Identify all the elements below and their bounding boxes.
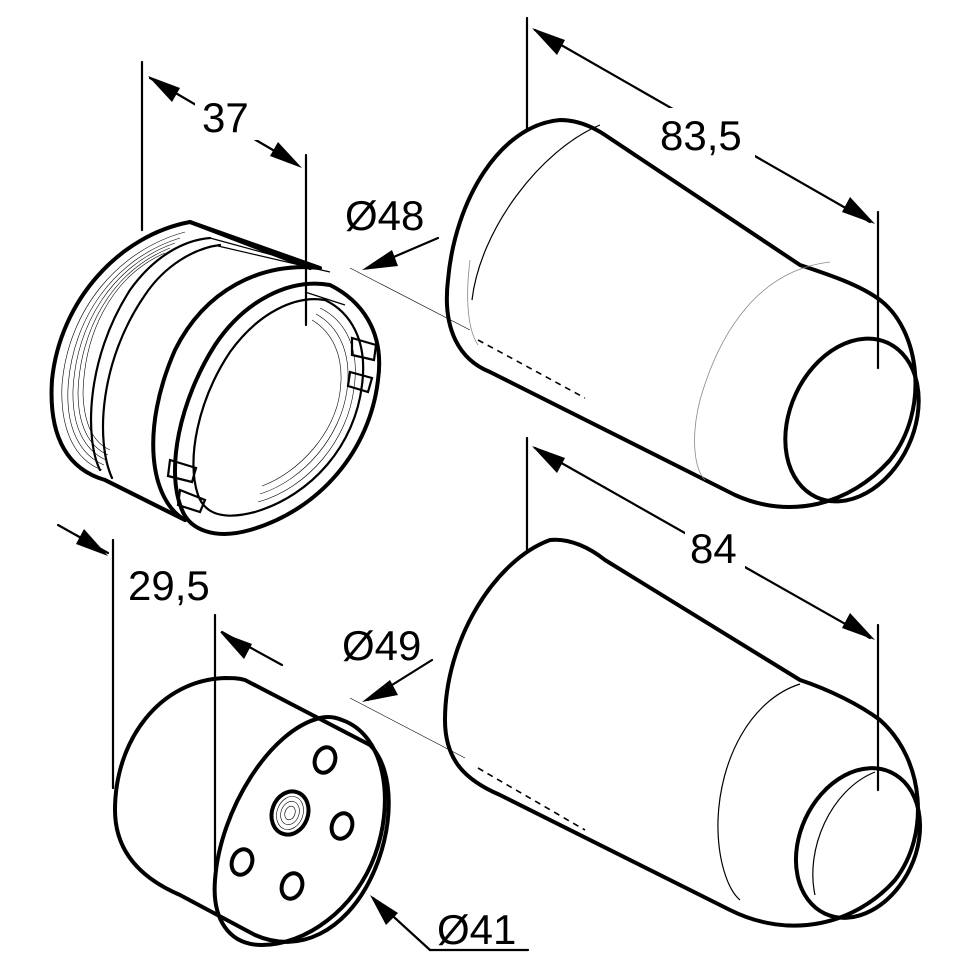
dimension-d49: Ø49: [342, 622, 466, 759]
dim-d48-label: Ø48: [345, 192, 424, 239]
threaded-ring-part: [49, 220, 382, 536]
dim-d41-label: Ø41: [437, 906, 516, 953]
mounting-disc-part: [113, 676, 391, 947]
dim-d49-label: Ø49: [342, 622, 421, 669]
dimension-83-5: 83,5: [525, 16, 880, 370]
cap-49-part: [443, 537, 923, 928]
dimension-84: 84: [525, 436, 880, 792]
dim-83-5-label: 83,5: [660, 112, 742, 159]
dimension-37: 37: [140, 60, 308, 327]
thread-hatching: [61, 231, 186, 471]
dim-29-5-label: 29,5: [128, 562, 210, 609]
cap-48-part: [444, 118, 921, 509]
dim-37-label: 37: [202, 94, 249, 141]
dim-84-label: 84: [690, 525, 737, 572]
dimension-d48: Ø48: [345, 192, 471, 331]
dimension-d41: Ø41: [370, 895, 530, 953]
dimension-29-5: 29,5: [56, 523, 284, 872]
